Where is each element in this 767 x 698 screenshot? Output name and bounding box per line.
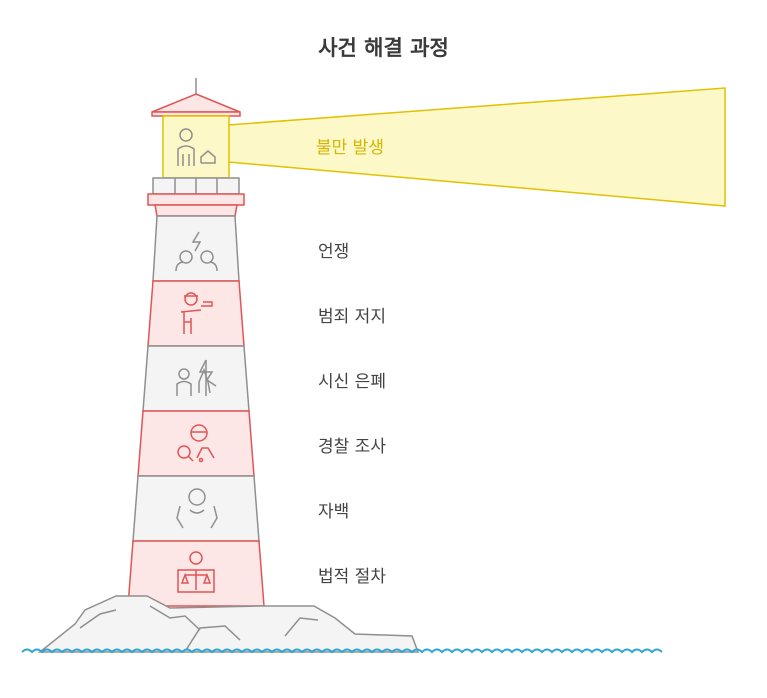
- rock-contour-3: [185, 625, 241, 651]
- police-investigation-icon: [177, 424, 215, 463]
- gallery-deck: [147, 193, 245, 206]
- light-beam: [227, 87, 726, 207]
- stage-label-5: 자백: [318, 502, 350, 522]
- lighthouse-roof: [151, 93, 241, 113]
- rock-contour-2: [149, 605, 201, 631]
- confession-icon: [176, 488, 218, 529]
- stage-label-2: 범죄 저지: [318, 307, 386, 327]
- band-5: [132, 475, 260, 542]
- stage-label-3: 시신 은폐: [318, 372, 386, 392]
- diagram-title: 사건 해결 과정: [318, 36, 449, 60]
- light-label: 불만 발생: [316, 138, 384, 158]
- band-4: [137, 410, 255, 477]
- rocks-base: [37, 595, 420, 653]
- band-2: [147, 280, 245, 347]
- tower-collar: [154, 204, 238, 217]
- railing-posts: [174, 178, 218, 194]
- argument-icon: [175, 231, 218, 272]
- stage-label-4: 경찰 조사: [318, 437, 386, 457]
- shooter-icon: [180, 292, 213, 334]
- legal-scales-icon: [177, 551, 215, 593]
- stage-label-1: 언쟁: [318, 242, 350, 262]
- stage-label-6: 법적 절차: [318, 567, 386, 587]
- lantern-room: [162, 115, 230, 179]
- rock-contour-1: [79, 609, 117, 629]
- forest-hide-icon: [176, 359, 217, 396]
- rock-contour-4: [284, 617, 319, 637]
- water-waves: [21, 648, 663, 654]
- band-3: [142, 345, 250, 412]
- complaint-icon: [177, 128, 216, 166]
